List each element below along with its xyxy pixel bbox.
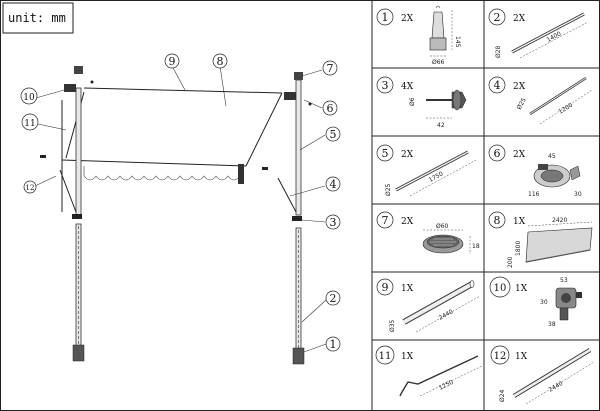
unit-box bbox=[2, 2, 74, 34]
part-cell-3: 3 4X Ø6 42 bbox=[376, 76, 467, 129]
svg-text:2X: 2X bbox=[401, 217, 414, 227]
svg-text:2X: 2X bbox=[513, 150, 526, 160]
svg-text:11: 11 bbox=[24, 119, 35, 129]
svg-text:8: 8 bbox=[494, 214, 501, 227]
svg-text:Ø60: Ø60 bbox=[436, 223, 449, 230]
svg-text:1: 1 bbox=[382, 11, 389, 24]
callout-4: 4 bbox=[325, 176, 341, 192]
svg-text:1X: 1X bbox=[401, 284, 414, 294]
svg-text:116: 116 bbox=[528, 191, 540, 198]
svg-text:9: 9 bbox=[169, 55, 176, 68]
part-cell-2: 2 2X 1400 Ø28 bbox=[488, 8, 589, 59]
awning-assembly-illustration bbox=[40, 66, 312, 365]
svg-text:3: 3 bbox=[382, 79, 389, 92]
svg-text:Ø6: Ø6 bbox=[409, 97, 416, 106]
svg-text:45: 45 bbox=[548, 153, 556, 160]
svg-text:5: 5 bbox=[330, 128, 337, 141]
callout-3: 3 bbox=[325, 214, 341, 230]
svg-text:1800: 1800 bbox=[515, 241, 522, 256]
callout-6: 6 bbox=[322, 100, 338, 116]
svg-text:53: 53 bbox=[560, 277, 568, 284]
svg-text:5: 5 bbox=[382, 147, 389, 160]
unit-label: unit: mm bbox=[8, 11, 66, 25]
part-cell-1: 1 2X 145 Ø66 bbox=[376, 5, 461, 66]
callout-10: 10 bbox=[20, 87, 38, 105]
svg-text:12: 12 bbox=[494, 351, 507, 362]
callout-5: 5 bbox=[325, 126, 341, 142]
svg-text:8: 8 bbox=[217, 55, 224, 68]
svg-text:30: 30 bbox=[574, 191, 582, 198]
arm-bracket-icon bbox=[533, 164, 581, 188]
svg-text:42: 42 bbox=[437, 122, 445, 129]
svg-text:4X: 4X bbox=[401, 82, 414, 92]
callout-2: 2 bbox=[325, 290, 341, 306]
svg-text:7: 7 bbox=[382, 214, 389, 227]
svg-text:11: 11 bbox=[379, 351, 392, 362]
fabric-canopy-icon bbox=[525, 227, 593, 263]
part-cell-4: 4 2X Ø25 1200 bbox=[488, 76, 593, 125]
part-cell-7: 7 2X Ø60 18 bbox=[376, 211, 480, 254]
callout-leaders bbox=[34, 65, 327, 353]
roller-tube-icon bbox=[402, 280, 475, 325]
svg-text:1X: 1X bbox=[513, 217, 526, 227]
crank-gear-box-icon bbox=[555, 287, 582, 321]
svg-text:2: 2 bbox=[494, 11, 501, 24]
part-cell-8: 8 1X 2420 1800 200 bbox=[488, 211, 593, 268]
diagonal-strut-icon bbox=[529, 76, 587, 116]
svg-text:2X: 2X bbox=[513, 14, 526, 24]
svg-text:1X: 1X bbox=[515, 352, 528, 362]
lower-pole-tube-icon bbox=[511, 12, 585, 54]
svg-text:2X: 2X bbox=[401, 14, 414, 24]
svg-text:Ø66: Ø66 bbox=[432, 59, 445, 66]
top-cap-icon bbox=[422, 234, 464, 254]
callout-12: 12 bbox=[23, 180, 37, 194]
svg-text:2: 2 bbox=[330, 292, 337, 305]
callout-8: 8 bbox=[212, 53, 228, 69]
svg-text:3: 3 bbox=[330, 216, 337, 229]
svg-text:4: 4 bbox=[330, 178, 337, 191]
svg-text:38: 38 bbox=[548, 321, 556, 328]
svg-text:6: 6 bbox=[327, 102, 334, 115]
svg-text:6: 6 bbox=[494, 147, 501, 160]
callout-9: 9 bbox=[164, 53, 180, 69]
pole-base-foot-icon bbox=[429, 5, 447, 51]
svg-text:2X: 2X bbox=[401, 150, 414, 160]
svg-text:2X: 2X bbox=[513, 82, 526, 92]
svg-text:Ø28: Ø28 bbox=[495, 45, 502, 58]
crank-handle-icon bbox=[399, 355, 479, 397]
svg-text:1X: 1X bbox=[515, 284, 528, 294]
callout-7: 7 bbox=[322, 60, 338, 76]
svg-text:4: 4 bbox=[494, 79, 501, 92]
svg-text:2420: 2420 bbox=[552, 217, 567, 224]
svg-text:1X: 1X bbox=[401, 352, 414, 362]
svg-text:Ø24: Ø24 bbox=[499, 389, 506, 402]
svg-text:Ø35: Ø35 bbox=[389, 319, 396, 332]
svg-text:1: 1 bbox=[330, 338, 337, 351]
callout-11: 11 bbox=[21, 113, 39, 131]
knob-screw-icon bbox=[426, 89, 467, 111]
part-cell-9: 9 1X 2440 Ø35 bbox=[376, 278, 481, 333]
svg-text:9: 9 bbox=[382, 281, 389, 294]
svg-text:145: 145 bbox=[454, 36, 461, 48]
svg-text:10: 10 bbox=[494, 283, 507, 294]
svg-text:10: 10 bbox=[23, 93, 35, 103]
svg-text:30: 30 bbox=[540, 299, 548, 306]
svg-text:7: 7 bbox=[327, 62, 334, 75]
part-cell-6: 6 2X 45 116 30 bbox=[488, 144, 582, 198]
svg-text:18: 18 bbox=[472, 243, 480, 250]
parts-table bbox=[371, 0, 599, 411]
svg-text:12: 12 bbox=[26, 184, 35, 192]
upper-pole-tube-icon bbox=[395, 150, 469, 192]
svg-text:200: 200 bbox=[507, 256, 514, 268]
callout-1: 1 bbox=[325, 336, 341, 352]
front-bar-icon bbox=[512, 348, 592, 398]
svg-text:Ø25: Ø25 bbox=[385, 183, 392, 196]
part-cell-10: 10 1X 53 30 38 bbox=[489, 276, 582, 328]
